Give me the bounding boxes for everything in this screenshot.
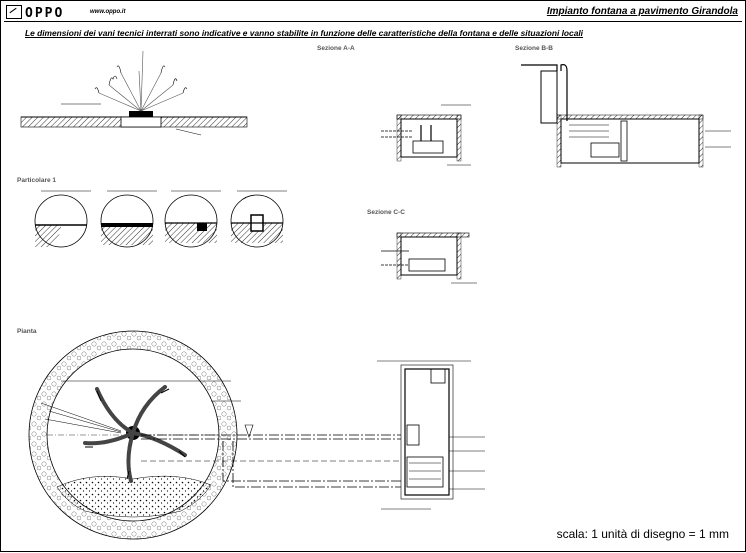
logo-icon: [6, 5, 22, 19]
dimension-note: Le dimensioni dei vani tecnici interrati…: [25, 28, 584, 38]
title-block: OPPO www.oppo.it Impianto fontana a pavi…: [4, 4, 742, 22]
label-section-bb: Sezione B-B: [515, 45, 553, 52]
section-aa-drawing: [381, 104, 471, 166]
scale-note: scala: 1 unità di disegno = 1 mm: [556, 527, 729, 541]
fountain-plan: [28, 330, 241, 540]
fountain-elevation: [20, 50, 248, 136]
section-cc-drawing: [381, 232, 477, 284]
drawing-title: Impianto fontana a pavimento Girandola: [546, 6, 738, 17]
label-section-cc: Sezione C-C: [367, 209, 405, 216]
detail-1-drawings: [34, 190, 287, 248]
logo-text: OPPO: [25, 6, 65, 21]
section-bb-drawing: [521, 64, 731, 168]
oppo-logo: OPPO: [6, 5, 64, 21]
label-plan: Pianta: [17, 328, 37, 335]
label-section-aa: Sezione A-A: [317, 45, 355, 52]
label-detail-1: Particolare 1: [17, 177, 57, 184]
website-text: www.oppo.it: [90, 9, 126, 15]
technical-room-plan: [377, 360, 485, 510]
supply-piping: [141, 424, 401, 488]
